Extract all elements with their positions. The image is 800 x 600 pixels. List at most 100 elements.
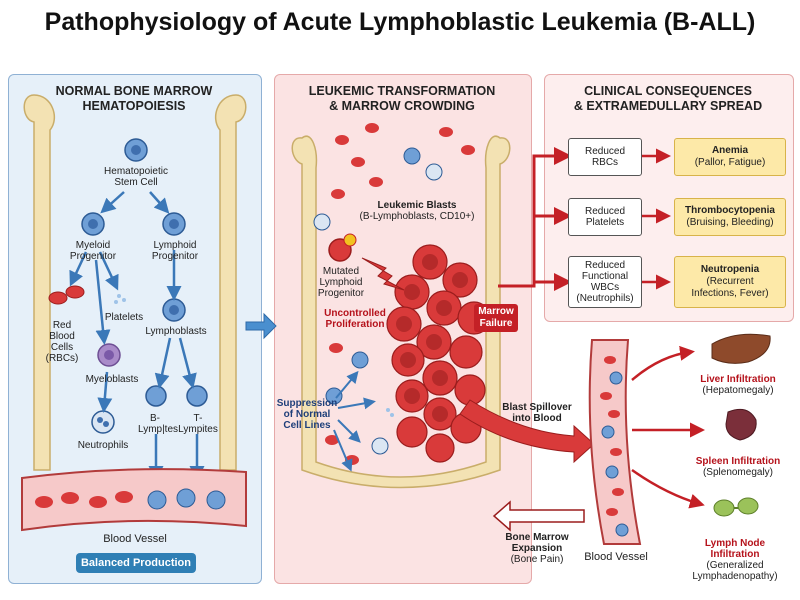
neutrophils-label: Neutrophils xyxy=(77,440,129,451)
rbc-line3: Cells xyxy=(50,342,74,353)
expansion-line1: Bone Marrow xyxy=(505,532,569,543)
failure-line2: Failure xyxy=(479,318,513,329)
lymphoid-progenitor-label: Lymphoid Progenitor xyxy=(138,240,212,262)
spleen-line1: Spleen Infiltration xyxy=(695,456,781,467)
organ-arrows xyxy=(631,345,705,509)
liver-infiltration-label: Liver Infiltration (Hepatomegaly) xyxy=(682,374,794,396)
leukemic-title-line2: & MARROW CROWDING xyxy=(329,99,475,113)
leukemic-bone xyxy=(291,135,511,489)
uncontrolled-line2: Proliferation xyxy=(325,319,385,330)
lymph-node-infiltration-label: Lymph Node Infiltration (Generalized Lym… xyxy=(676,538,794,582)
mutated-line3: Progenitor xyxy=(317,288,365,299)
suppression-line1: Suppression xyxy=(276,398,338,409)
suppression-line3: Cell Lines xyxy=(283,420,331,431)
myeloid-line1: Myeloid xyxy=(75,240,111,251)
blast-spillover-label: Blast Spillover into Blood xyxy=(494,402,580,424)
expansion-line2: Expansion xyxy=(511,543,563,554)
t-lymphocytes-label: T- Lympites xyxy=(176,413,220,435)
leukemic-blasts-label: Leukemic Blasts (B-Lymphoblasts, CD10+) xyxy=(352,200,482,222)
liver-line2: (Hepatomegaly) xyxy=(702,385,774,396)
lymphoid-line2: Progenitor xyxy=(151,251,199,262)
spleen-icon xyxy=(725,408,757,441)
cause-wbc-line3: WBCs xyxy=(590,282,620,293)
lymph-line1: Lymph Node xyxy=(704,538,766,549)
expansion-arrow xyxy=(492,500,585,532)
normal-panel-title: NORMAL BONE MARROW HEMATOPOIESIS xyxy=(8,84,260,114)
cause-wbc-line4: (Neutrophils) xyxy=(576,293,634,304)
myeloid-progenitor-label: Myeloid Progenitor xyxy=(56,240,130,262)
neutropenia-detail1: (Recurrent xyxy=(706,276,754,287)
myeloblasts-label: Myeloblasts xyxy=(85,374,139,385)
normal-vessel-label: Blood Vessel xyxy=(103,533,167,545)
suppression-arrows xyxy=(333,370,376,472)
stem-cell-line1: Hematopoietic xyxy=(104,166,168,177)
blasts-line1: Leukemic Blasts xyxy=(377,200,457,211)
mutated-progenitor-label: Mutated Lymphoid Progenitor xyxy=(308,266,374,299)
mutated-line2: Lymphoid xyxy=(319,277,363,288)
marrow-failure-tag: Marrow Failure xyxy=(474,304,518,332)
b-lymph-line2: Lymp|tes xyxy=(138,424,179,435)
cause-box-rbc: Reduced RBCs xyxy=(568,138,642,176)
suppression-line2: of Normal xyxy=(283,409,331,420)
cause-box-platelets: Reduced Platelets xyxy=(568,198,642,236)
stem-cell-label: Hematopoietic Stem Cell xyxy=(90,166,182,188)
anemia-heading: Anemia xyxy=(711,145,749,156)
normal-title-line2: HEMATOPOIESIS xyxy=(82,99,186,113)
liver-icon xyxy=(711,333,771,364)
leukemic-scattered-cells xyxy=(313,123,475,465)
blasts-line2: (B-Lymphoblasts, CD10+) xyxy=(359,211,475,222)
spleen-line2: (Splenomegaly) xyxy=(702,467,774,478)
rbc-line4: (RBCs) xyxy=(45,353,79,364)
rbc-line1: Red xyxy=(52,320,72,331)
spillover-line2: into Blood xyxy=(512,413,562,424)
spillover-line1: Blast Spillover xyxy=(502,402,572,413)
consequence-arrows xyxy=(642,148,671,290)
normal-blood-vessel xyxy=(21,468,247,532)
spleen-infiltration-label: Spleen Infiltration (Splenomegaly) xyxy=(682,456,794,478)
mutated-line1: Mutated xyxy=(322,266,360,277)
cause-rbc-line1: Reduced xyxy=(584,146,626,157)
thrombocytopenia-heading: Thrombocytopenia xyxy=(684,205,775,216)
balanced-production-badge: Balanced Production xyxy=(76,553,196,573)
effect-box-anemia: Anemia (Pallor, Fatigue) xyxy=(674,138,786,176)
t-lymph-line2: Lympites xyxy=(178,424,218,435)
clinical-title-line1: CLINICAL CONSEQUENCES xyxy=(584,84,752,98)
rbc-label: Red Blood Cells (RBCs) xyxy=(40,320,84,364)
cause-platelets-line1: Reduced xyxy=(584,206,626,217)
thrombocytopenia-detail: (Bruising, Bleeding) xyxy=(686,217,774,228)
failure-line1: Marrow xyxy=(478,306,514,317)
cause-rbc-line2: RBCs xyxy=(591,157,619,168)
effect-box-neutropenia: Neutropenia (Recurrent Infections, Fever… xyxy=(674,256,786,308)
lymph-node-icon xyxy=(713,497,759,517)
normal-cells xyxy=(48,138,208,434)
leukemic-blast-cluster xyxy=(386,244,491,463)
leukemic-panel-title: LEUKEMIC TRANSFORMATION & MARROW CROWDIN… xyxy=(274,84,530,114)
spillover-arrow xyxy=(459,399,595,464)
clinical-panel-title: CLINICAL CONSEQUENCES & EXTRAMEDULLARY S… xyxy=(544,84,792,114)
b-lymph-line1: B- xyxy=(150,413,160,424)
effect-box-thrombocytopenia: Thrombocytopenia (Bruising, Bleeding) xyxy=(674,198,786,236)
proliferation-bolt xyxy=(361,257,405,291)
t-lymph-line1: T- xyxy=(193,413,203,424)
lymph-line3: (Generalized xyxy=(706,560,764,571)
clinical-branch-arrows xyxy=(498,147,572,291)
uncontrolled-proliferation-label: Uncontrolled Proliferation xyxy=(316,308,394,330)
expansion-line3: (Bone Pain) xyxy=(510,554,564,565)
page-title: Pathophysiology of Acute Lymphoblastic L… xyxy=(44,8,756,36)
spread-vessel-label: Blood Vessel xyxy=(584,551,648,563)
anemia-detail: (Pallor, Fatigue) xyxy=(694,157,766,168)
lymphoid-line1: Lymphoid xyxy=(153,240,197,251)
lymphoblasts-label: Lymphoblasts xyxy=(145,326,207,337)
platelets-label: Platelets xyxy=(104,312,144,323)
clinical-title-line2: & EXTRAMEDULLARY SPREAD xyxy=(573,99,763,113)
lymph-line2: Infiltration xyxy=(710,549,760,560)
leukemic-blast-nuclei xyxy=(396,254,468,422)
cause-box-wbc: Reduced Functional WBCs (Neutrophils) xyxy=(568,256,642,308)
suppression-label: Suppression of Normal Cell Lines xyxy=(276,398,338,431)
myeloid-line2: Progenitor xyxy=(69,251,117,262)
bone-marrow-expansion-label: Bone Marrow Expansion (Bone Pain) xyxy=(494,532,580,565)
neutropenia-detail2: Infections, Fever) xyxy=(691,288,769,299)
stem-cell-line2: Stem Cell xyxy=(114,177,158,188)
uncontrolled-line1: Uncontrolled xyxy=(324,308,386,319)
